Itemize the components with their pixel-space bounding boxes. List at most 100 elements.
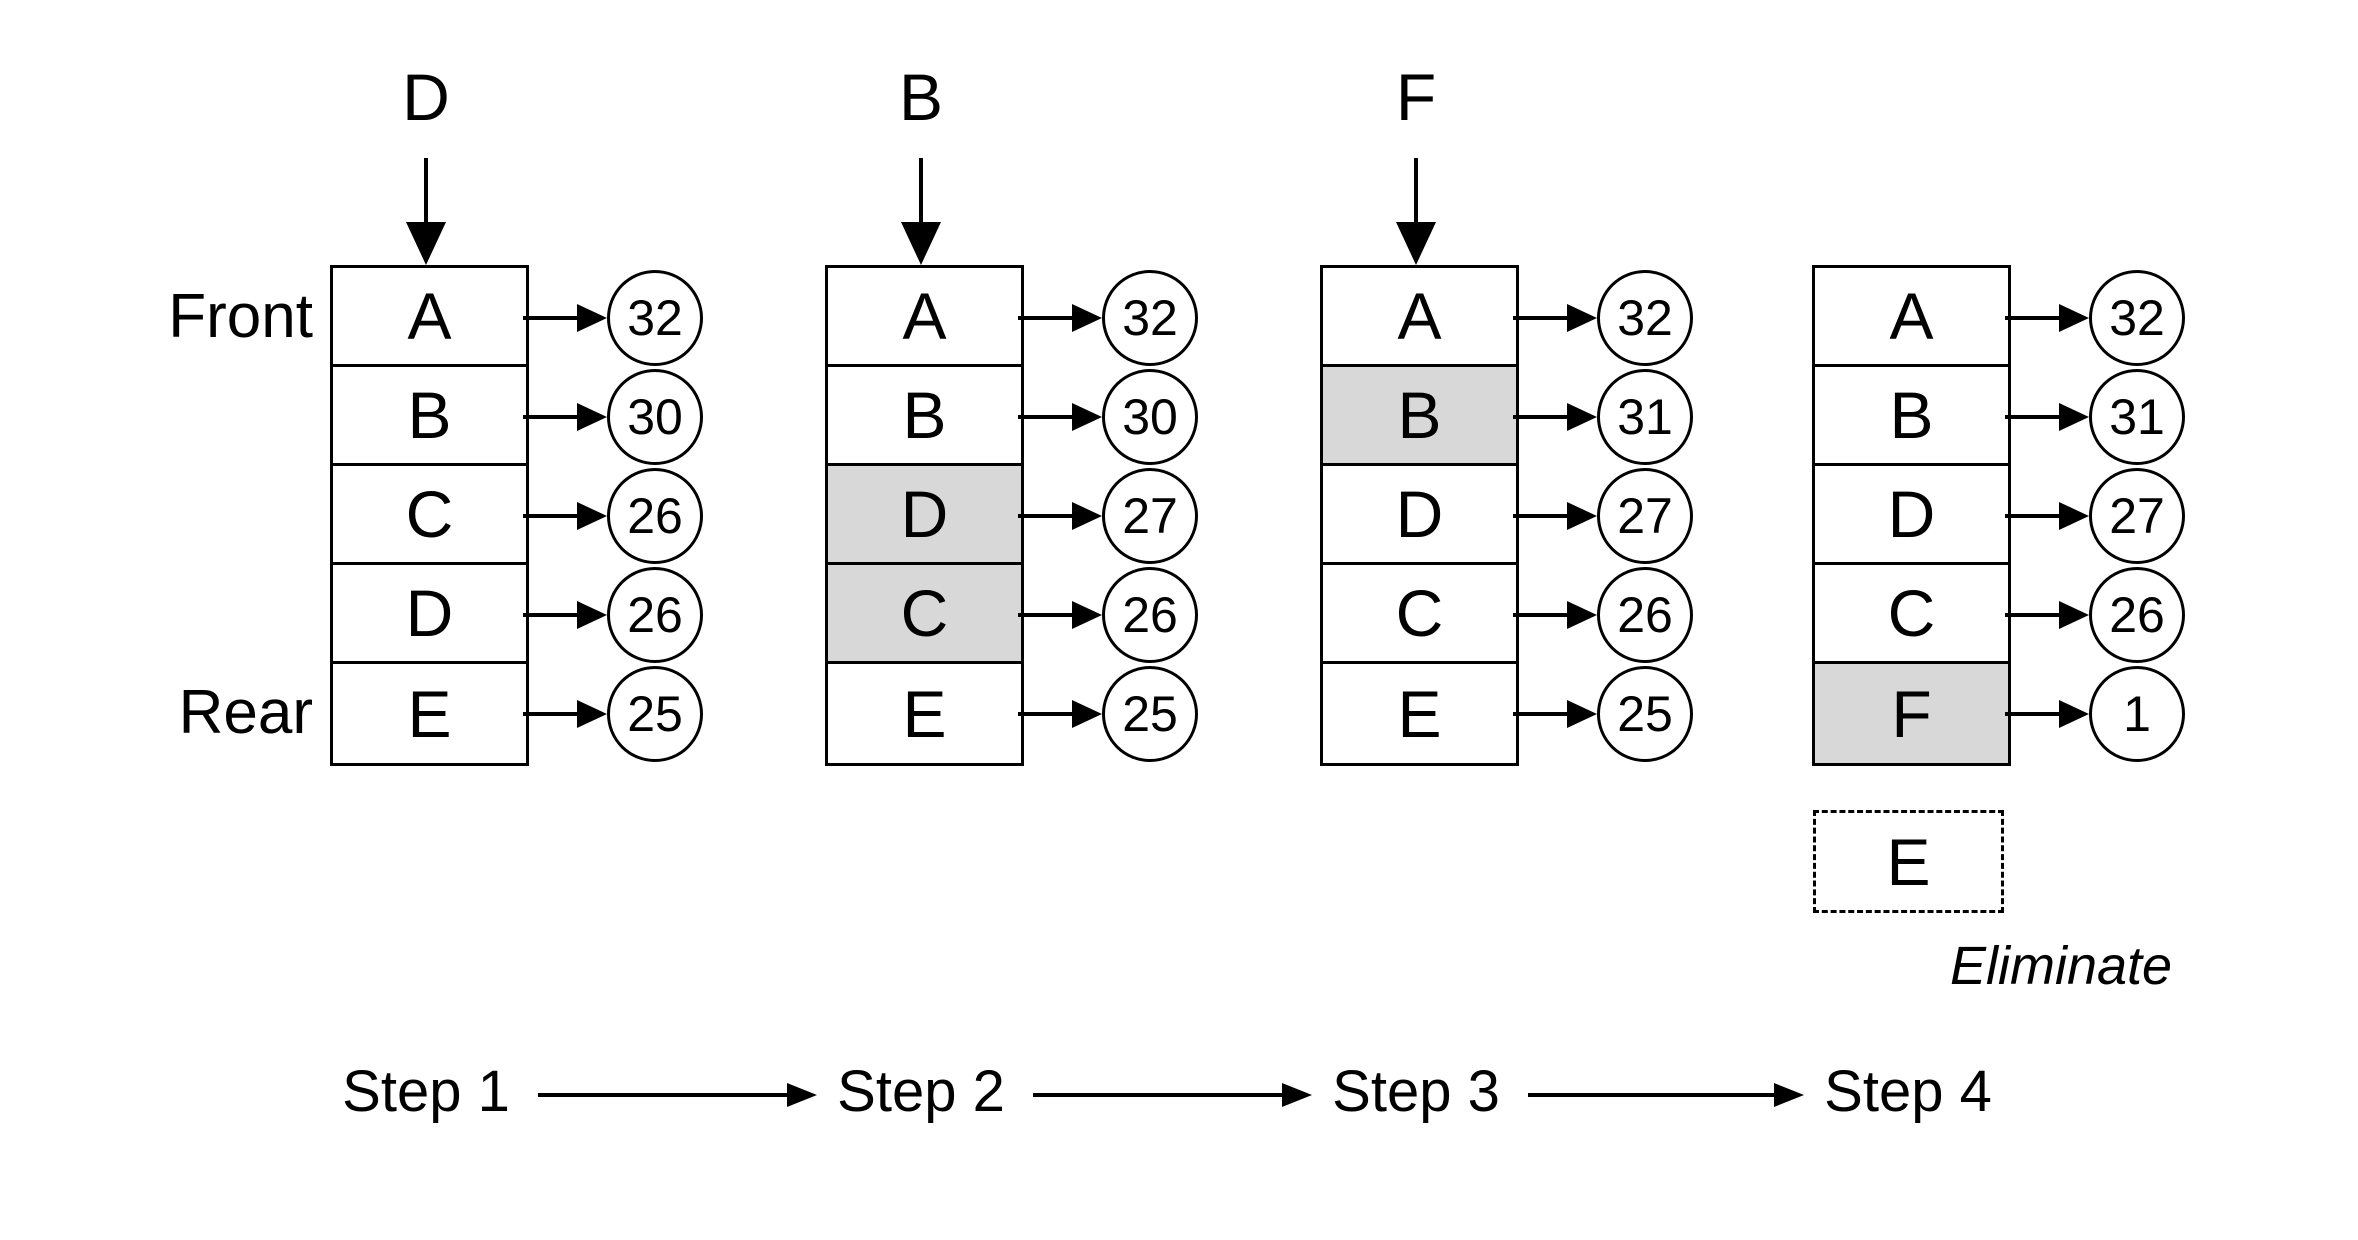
pointer-arrowhead-icon <box>1567 501 1597 530</box>
pointer-arrowhead-icon <box>1072 600 1102 629</box>
queue-cell: E <box>828 664 1021 763</box>
priority-circle: 30 <box>607 368 703 465</box>
priority-value: 32 <box>627 289 683 346</box>
insert-arrowhead-icon <box>1396 222 1436 265</box>
priority-value: 32 <box>2109 289 2165 346</box>
pointer-arrow-line <box>1018 513 1076 518</box>
queue-cell: A <box>1323 268 1516 367</box>
step-label: Step 4 <box>1824 1059 1992 1124</box>
pointer-arrowhead-icon <box>2059 303 2089 332</box>
flow-arrow-line <box>1033 1093 1284 1097</box>
priority-value: 26 <box>627 487 683 544</box>
flow-arrowhead-icon <box>1774 1083 1804 1107</box>
queue-cell: A <box>1815 268 2008 367</box>
pointer-arrow-line <box>1018 315 1076 320</box>
cell-letter: F <box>1891 676 1932 751</box>
insert-arrow-line <box>1414 158 1418 226</box>
pointer-arrowhead-icon <box>577 402 607 431</box>
pointer-arrow-line <box>523 414 581 419</box>
priority-circle: 26 <box>1597 566 1693 663</box>
flow-arrow-line <box>1528 1093 1776 1097</box>
cell-letter: D <box>900 477 949 551</box>
priority-circle: 32 <box>607 269 703 366</box>
cell-letter: A <box>902 279 947 353</box>
queue-cell: D <box>1323 466 1516 565</box>
priority-circle: 30 <box>1102 368 1198 465</box>
priority-circle: 31 <box>1597 368 1693 465</box>
priority-value: 1 <box>2123 685 2151 742</box>
pointer-arrow-line <box>2005 612 2063 617</box>
priority-circle: 31 <box>2089 368 2185 465</box>
pointer-arrow-line <box>2005 711 2063 716</box>
queue-cell: B <box>1815 367 2008 466</box>
pointer-arrowhead-icon <box>1567 600 1597 629</box>
front-label: Front <box>168 282 313 351</box>
pointer-arrow-line <box>1513 315 1571 320</box>
queue-cell: C <box>1815 565 2008 664</box>
priority-value: 32 <box>1617 289 1673 346</box>
cell-letter: A <box>1889 279 1934 353</box>
pointer-arrowhead-icon <box>1072 699 1102 728</box>
queue-cell: E <box>1323 664 1516 763</box>
pointer-arrowhead-icon <box>1567 699 1597 728</box>
eliminate-caption: Eliminate <box>1950 936 2173 996</box>
pointer-arrowhead-icon <box>1072 303 1102 332</box>
priority-value: 25 <box>627 685 683 742</box>
priority-value: 25 <box>1122 685 1178 742</box>
cell-letter: E <box>902 676 947 751</box>
flow-arrowhead-icon <box>1282 1083 1312 1107</box>
priority-circle: 26 <box>1102 566 1198 663</box>
incoming-element-label: D <box>402 60 450 134</box>
pointer-arrowhead-icon <box>2059 402 2089 431</box>
cell-letter: B <box>1889 378 1934 452</box>
queue-cell: C <box>333 466 526 565</box>
cell-letter: E <box>1397 676 1442 751</box>
cell-letter: B <box>407 378 452 452</box>
priority-value: 27 <box>1617 487 1673 544</box>
pointer-arrowhead-icon <box>1567 303 1597 332</box>
pointer-arrowhead-icon <box>1072 402 1102 431</box>
queue-cell: A <box>828 268 1021 367</box>
pointer-arrow-line <box>1513 513 1571 518</box>
pointer-arrowhead-icon <box>577 501 607 530</box>
priority-value: 26 <box>1122 586 1178 643</box>
cell-letter: B <box>902 378 947 452</box>
cell-letter: C <box>1887 576 1936 650</box>
incoming-element-label: F <box>1395 60 1437 134</box>
queue-cell: C <box>828 565 1021 664</box>
step-label: Step 1 <box>342 1059 510 1124</box>
priority-circle: 32 <box>2089 269 2185 366</box>
priority-value: 32 <box>1122 289 1178 346</box>
priority-value: 30 <box>627 388 683 445</box>
queue-cell: A <box>333 268 526 367</box>
pointer-arrow-line <box>2005 513 2063 518</box>
pointer-arrowhead-icon <box>577 600 607 629</box>
pointer-arrowhead-icon <box>2059 600 2089 629</box>
cell-letter: A <box>407 279 452 353</box>
pointer-arrow-line <box>523 315 581 320</box>
flow-arrow-line <box>538 1093 789 1097</box>
priority-value: 31 <box>1617 388 1673 445</box>
queue-cell: D <box>333 565 526 664</box>
pointer-arrow-line <box>2005 414 2063 419</box>
pointer-arrow-line <box>523 513 581 518</box>
priority-value: 26 <box>2109 586 2165 643</box>
priority-circle: 32 <box>1597 269 1693 366</box>
step-label: Step 2 <box>837 1059 1005 1124</box>
pointer-arrow-line <box>1018 711 1076 716</box>
priority-circle: 27 <box>1597 467 1693 564</box>
insert-arrow-line <box>424 158 428 226</box>
cell-letter: D <box>1395 477 1444 551</box>
priority-circle: 25 <box>1597 665 1693 762</box>
priority-value: 31 <box>2109 388 2165 445</box>
cell-letter: C <box>900 576 949 650</box>
pointer-arrowhead-icon <box>1072 501 1102 530</box>
cell-letter: B <box>1397 378 1442 452</box>
queue-cell: D <box>1815 466 2008 565</box>
priority-circle: 27 <box>2089 467 2185 564</box>
